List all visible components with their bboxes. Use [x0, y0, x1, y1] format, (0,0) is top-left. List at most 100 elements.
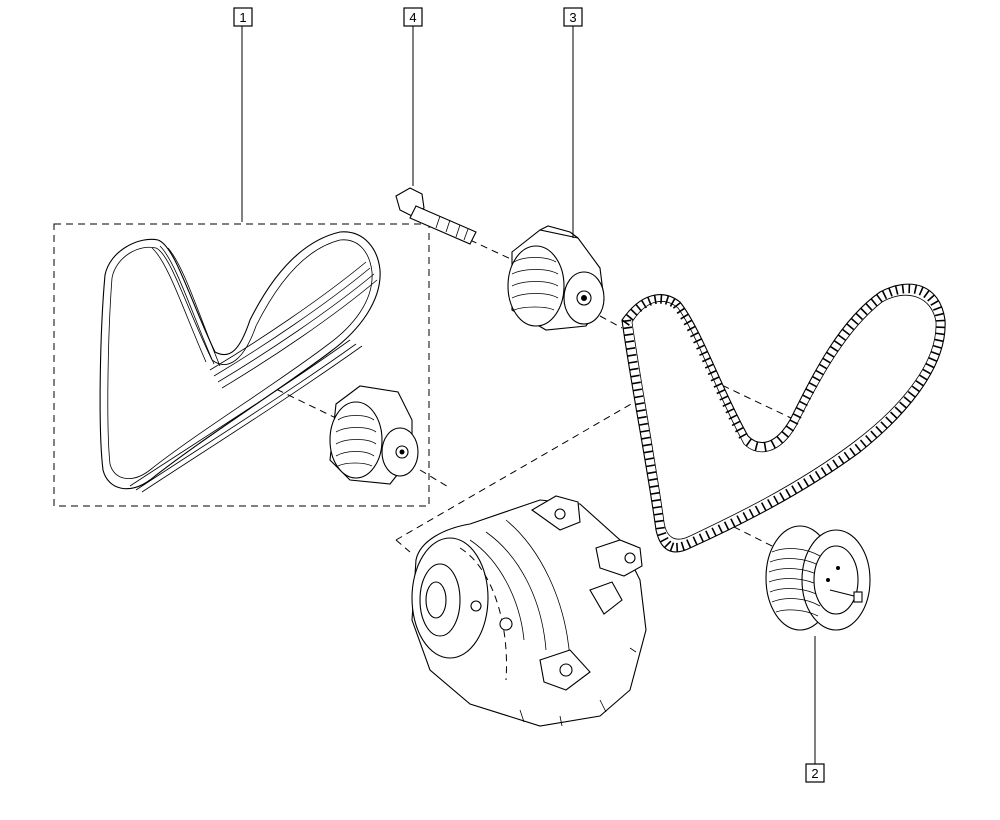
belt-tooth — [736, 515, 742, 524]
belt-tooth — [672, 302, 681, 309]
belt-tooth — [647, 296, 652, 306]
belt-tooth — [894, 285, 899, 295]
belt-tooth — [686, 539, 692, 549]
belt-tooth — [704, 363, 714, 369]
belt-tooth — [638, 422, 649, 426]
belt-tooth — [669, 298, 676, 307]
belt-tooth — [634, 395, 644, 399]
belt-tooth — [623, 326, 633, 330]
belt-tooth — [846, 323, 855, 331]
belt-tooth — [628, 360, 638, 364]
belt-tooth — [927, 294, 935, 302]
belt-tooth — [841, 328, 850, 336]
belt-tooth — [859, 439, 867, 448]
belt-tooth — [669, 542, 675, 552]
belt-tooth — [760, 502, 767, 511]
belt-tooth — [696, 344, 705, 350]
belt-tooth — [865, 302, 873, 311]
belt-tooth — [713, 382, 723, 388]
belt-tooth — [932, 306, 942, 311]
callout-label-4: 4 — [409, 10, 416, 25]
belt-tooth — [717, 524, 724, 534]
belt-tooth — [818, 363, 828, 370]
belt-tooth — [809, 474, 816, 484]
belt-tooth — [686, 325, 696, 332]
belt-tooth — [779, 492, 785, 501]
belt-tooth — [923, 289, 930, 299]
belt-tooth — [837, 455, 845, 464]
belt-tooth — [885, 416, 893, 424]
belt-tooth — [641, 436, 651, 440]
belt-tooth — [730, 518, 736, 528]
belt-tooth — [826, 463, 833, 472]
belt-tooth — [640, 429, 650, 433]
belt-tooth — [935, 332, 945, 336]
belt-tooth — [888, 287, 893, 297]
belt-tooth — [742, 512, 749, 521]
belt-tooth — [803, 478, 810, 487]
bolt — [395, 187, 477, 245]
belt-tooth — [837, 334, 846, 341]
belt-tooth — [815, 369, 825, 376]
belt-tooth — [683, 319, 693, 326]
belt-tooth — [653, 512, 663, 516]
belt-tooth — [725, 408, 735, 414]
belt-tooth — [899, 401, 907, 409]
belt-tooth — [654, 519, 664, 523]
belt-tooth — [814, 470, 822, 480]
belt-tooth — [657, 532, 667, 537]
belt-tooth — [832, 459, 839, 468]
belt-tooth — [653, 295, 657, 305]
belt-tooth — [625, 340, 635, 344]
belt-tooth — [773, 495, 779, 505]
belt-tooth — [915, 380, 924, 387]
belt-tooth — [731, 420, 741, 427]
belt-tooth — [722, 401, 732, 408]
belt-tooth — [894, 406, 903, 414]
belt-tooth — [690, 331, 699, 338]
belt-tooth — [745, 438, 752, 447]
belt-tooth — [843, 451, 851, 460]
belt-tooth — [812, 375, 821, 382]
callout-1: 1 — [233, 7, 253, 27]
belt-tensioner — [507, 225, 605, 331]
belt-tooth — [781, 430, 790, 438]
belt-tooth — [748, 508, 755, 518]
timing-belt — [621, 283, 946, 553]
callout-2: 2 — [805, 763, 825, 783]
belt-tooth — [822, 357, 831, 364]
belt-tooth — [820, 467, 827, 476]
belt-tooth — [791, 485, 798, 494]
belt-tooth — [644, 457, 654, 461]
belt-tooth — [632, 388, 643, 392]
belt-kit-group-frame — [53, 223, 430, 507]
belt-tooth — [850, 317, 859, 325]
belt-tooth — [829, 345, 839, 353]
belt-tooth — [880, 421, 888, 429]
belt-tooth — [826, 351, 835, 358]
belt-tooth — [789, 419, 799, 425]
belt-tooth — [763, 442, 767, 452]
belt-tooth — [701, 357, 711, 363]
belt-tooth — [919, 374, 928, 381]
belt-tooth — [635, 402, 645, 406]
belt-tooth — [627, 353, 637, 357]
callout-label-2: 2 — [811, 766, 818, 781]
belt-tooth — [680, 541, 685, 551]
belt-tooth — [728, 414, 738, 420]
belt-tooth — [907, 391, 916, 398]
belt-tooth — [648, 478, 658, 482]
idler-pulley — [765, 525, 871, 631]
belt-tooth — [631, 381, 641, 385]
belt-tooth — [881, 290, 888, 300]
belt-tooth — [692, 536, 698, 546]
belt-tooth — [934, 312, 944, 317]
belt-tooth — [660, 294, 663, 304]
belt-tooth — [754, 441, 759, 451]
belt-tooth — [870, 298, 878, 307]
belt-tooth — [770, 439, 777, 449]
belt-tooth — [875, 425, 883, 434]
belt-tooth — [901, 284, 905, 294]
belt-tooth — [918, 286, 924, 296]
